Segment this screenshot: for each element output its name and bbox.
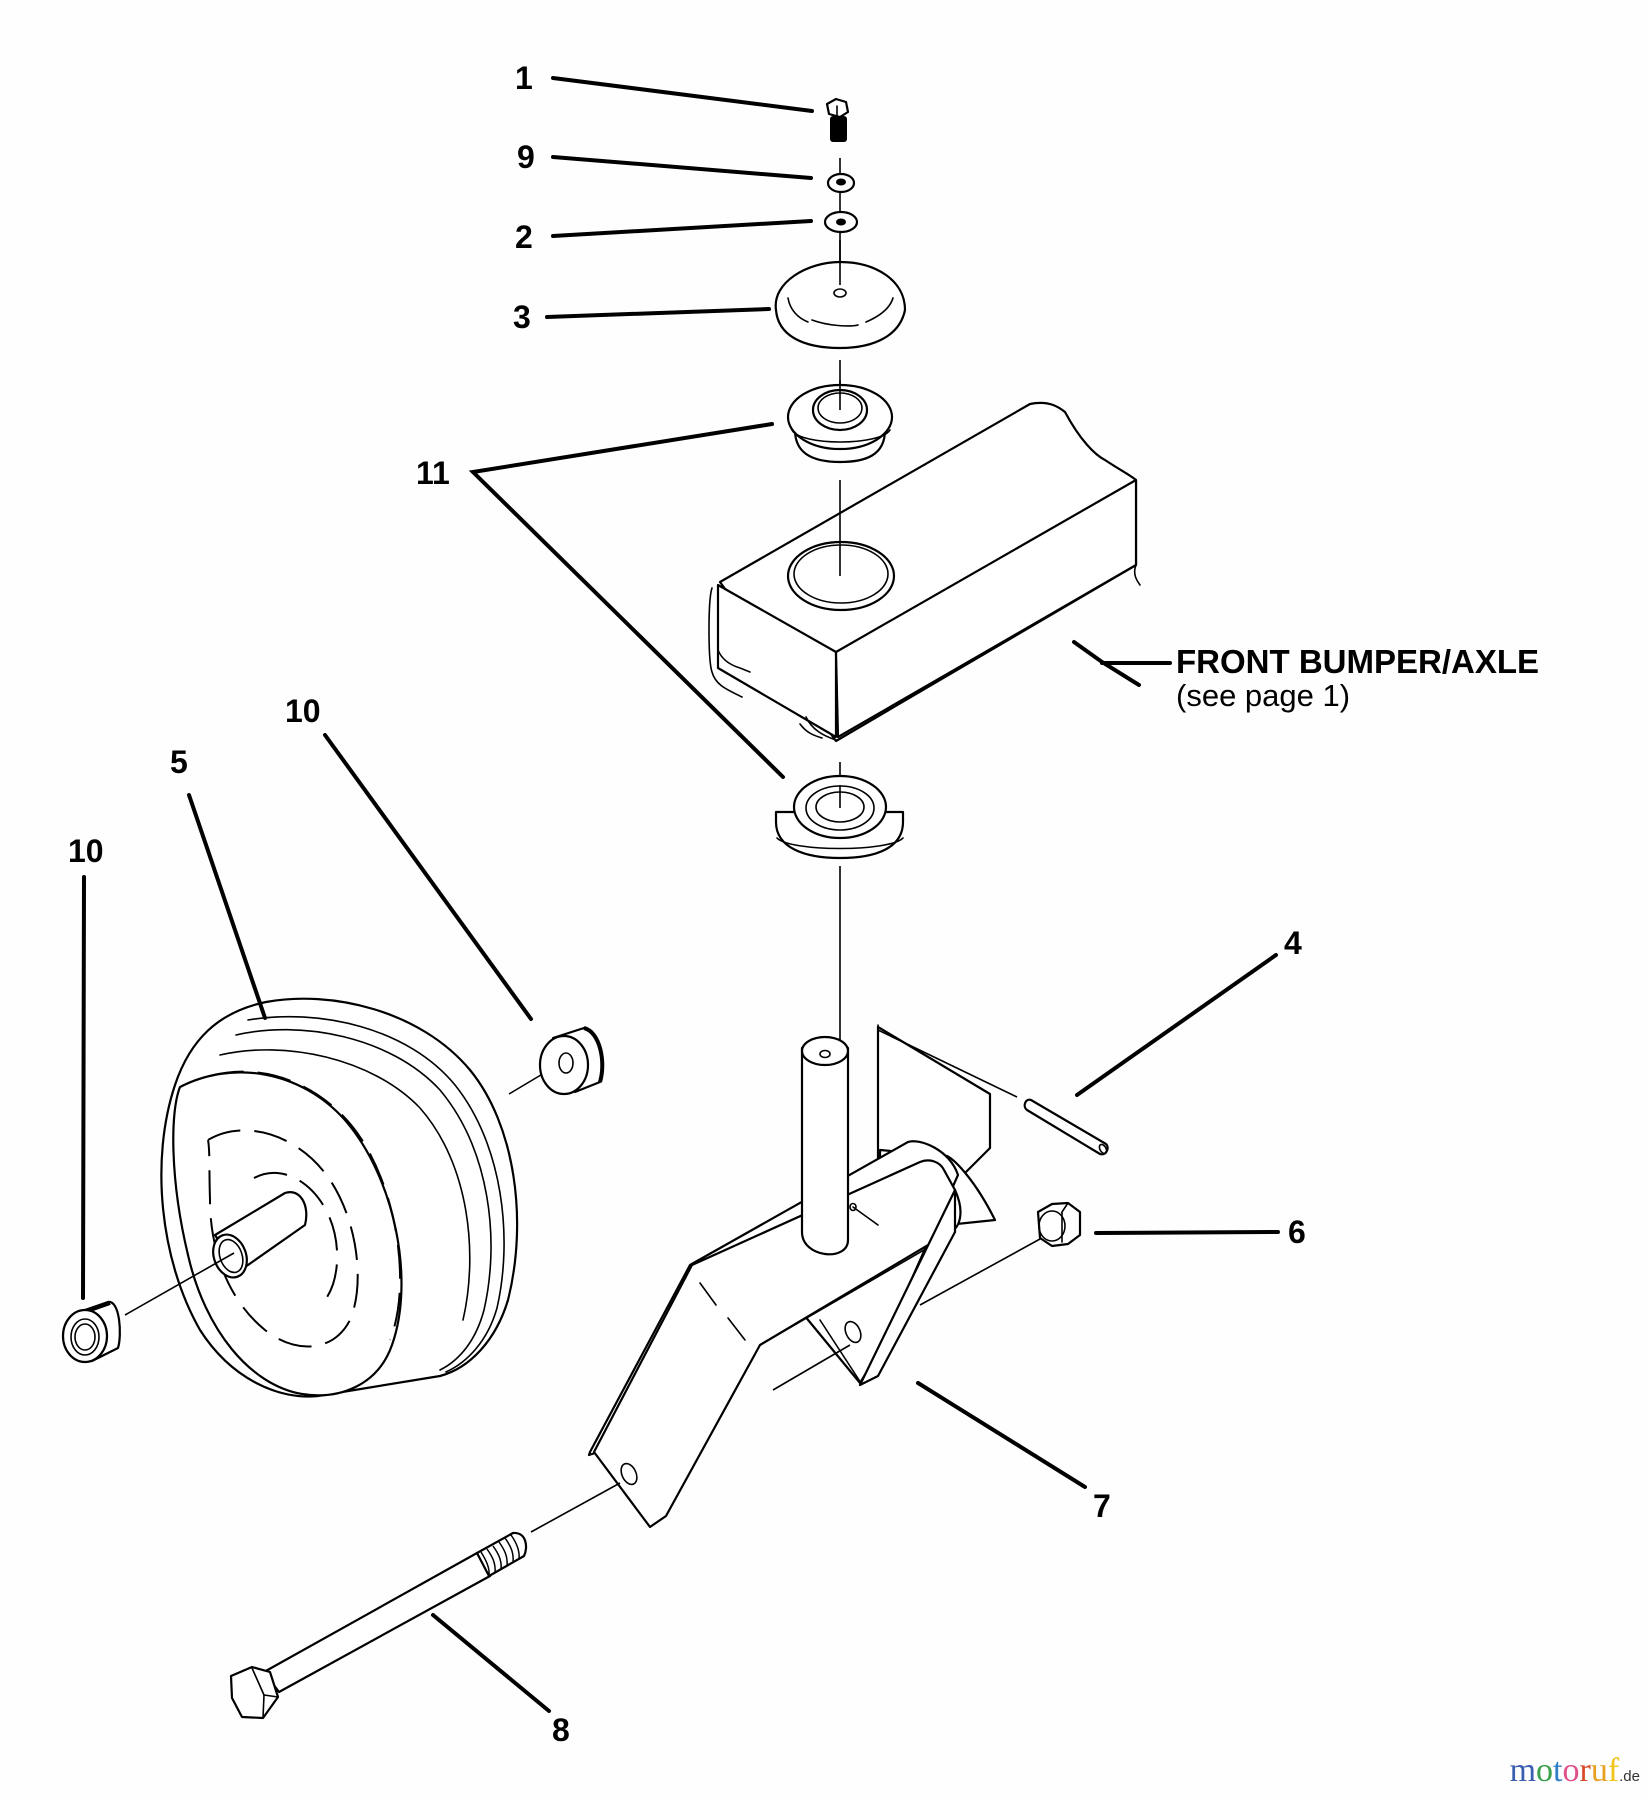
callout-5: 5 — [170, 744, 188, 780]
wheel-part-5 — [124, 997, 562, 1398]
watermark-suffix: .de — [1619, 1768, 1640, 1785]
callout-2: 2 — [515, 219, 533, 255]
leader-6 — [1094, 1230, 1280, 1235]
front-bumper-note: FRONT BUMPER/AXLE (see page 1) — [1176, 643, 1539, 713]
leader-11 — [468, 422, 785, 779]
watermark-letters: motoruf — [1510, 1752, 1620, 1789]
leader-2 — [551, 219, 813, 238]
leader-7 — [916, 1381, 1087, 1489]
callout-10-inner: 10 — [285, 693, 321, 729]
watermark-letter: r — [1579, 1752, 1591, 1789]
lock-nut-part-6 — [1036, 1201, 1082, 1248]
flat-washer-part-2 — [823, 210, 859, 234]
watermark-letter: u — [1590, 1752, 1608, 1789]
callout-6: 6 — [1288, 1214, 1306, 1250]
watermark-letter: o — [1562, 1752, 1580, 1789]
upper-bearing-part-11 — [786, 380, 894, 464]
leader-10-inner — [323, 733, 533, 1021]
leader-4 — [1075, 953, 1278, 1097]
front-bumper-note-title: FRONT BUMPER/AXLE — [1176, 643, 1539, 680]
leader-lines — [81, 76, 1280, 1713]
front-bumper-note-subtitle: (see page 1) — [1176, 677, 1351, 713]
hex-bolt-part-1 — [825, 97, 850, 142]
leader-3 — [545, 307, 771, 319]
leader-10-outer — [81, 875, 86, 1300]
callout-11: 11 — [416, 455, 450, 491]
axle-bolt-part-8 — [229, 1482, 621, 1720]
callout-10-outer: 10 — [68, 833, 104, 869]
leader-1 — [551, 76, 814, 113]
watermark-logo: motoruf.de — [1510, 1752, 1640, 1790]
outer-wheel-bearing-part-10 — [61, 1300, 121, 1364]
leader-9 — [551, 155, 813, 180]
callout-1: 1 — [515, 60, 533, 96]
callout-4: 4 — [1284, 925, 1302, 961]
callout-8: 8 — [552, 1712, 570, 1748]
caster-fork-part-7 — [587, 1024, 1061, 1529]
watermark-letter: f — [1607, 1752, 1620, 1789]
inner-wheel-bearing-part-10 — [538, 1026, 605, 1096]
roll-pin-part-4 — [877, 1029, 1109, 1156]
callout-7: 7 — [1093, 1488, 1111, 1524]
front-bumper-axle — [708, 401, 1141, 743]
leader-5 — [187, 793, 267, 1020]
callout-3: 3 — [513, 299, 531, 335]
watermark-letter: m — [1509, 1752, 1537, 1789]
lock-washer-part-9 — [826, 172, 856, 194]
watermark-letter: o — [1536, 1752, 1554, 1789]
watermark-letter: t — [1553, 1752, 1563, 1789]
dust-cap-part-3 — [774, 240, 907, 350]
callout-9: 9 — [517, 139, 535, 175]
leader-8 — [431, 1613, 551, 1713]
lower-bearing-part-11 — [774, 762, 905, 860]
